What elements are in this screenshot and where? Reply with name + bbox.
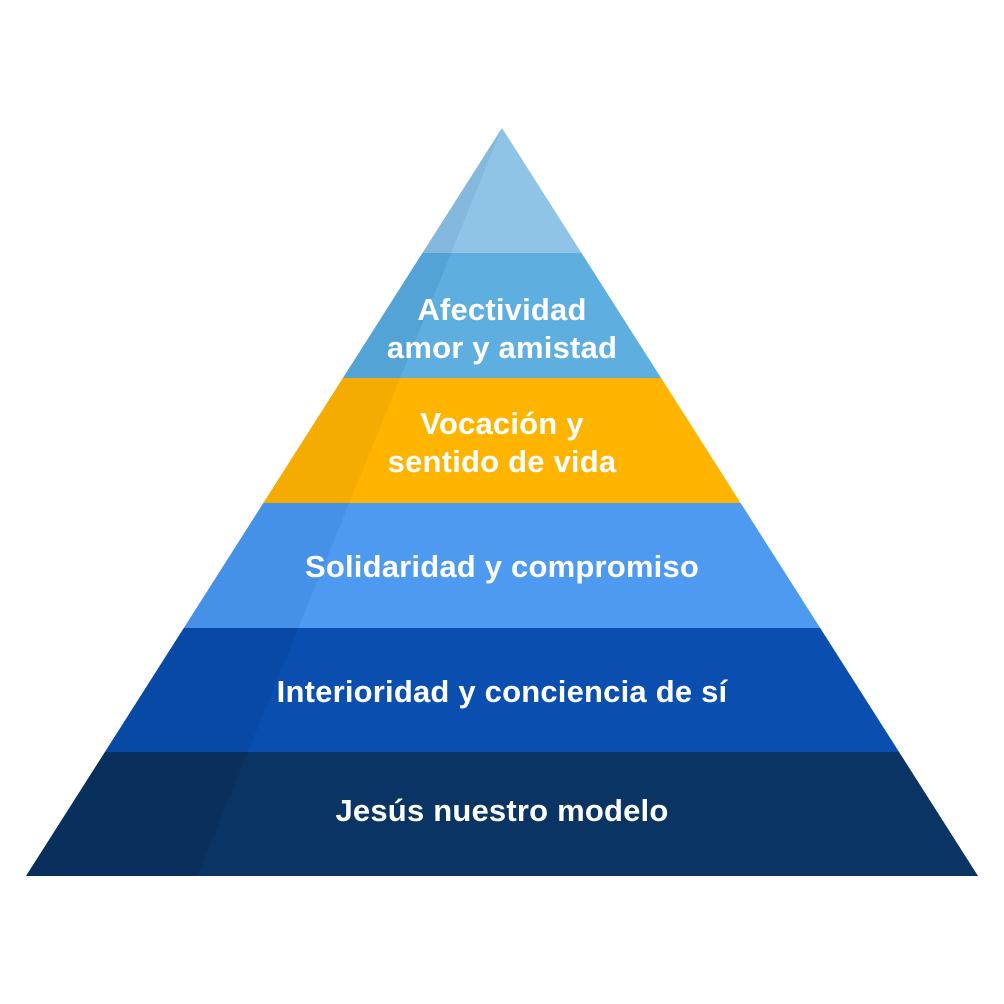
- label-line: Interioridad y conciencia de sí: [276, 674, 728, 709]
- level-label-vocacion: Vocación y sentido de vida: [0, 405, 1004, 481]
- label-line: Vocación y: [420, 406, 584, 441]
- label-line: amor y amistad: [386, 330, 618, 365]
- label-line: Jesús nuestro modelo: [335, 793, 669, 828]
- label-line: Afectividad: [417, 292, 587, 327]
- pyramid-tier-shade-solidaridad: [183, 503, 350, 628]
- pyramid-tier-jesus: [26, 752, 978, 876]
- level-label-jesus: Jesús nuestro modelo: [0, 792, 1004, 830]
- pyramid-tier-apex: [422, 128, 582, 253]
- pyramid-tier-vocacion: [263, 378, 741, 503]
- pyramid-tier-shade-apex: [422, 128, 502, 253]
- label-line: sentido de vida: [387, 444, 617, 479]
- pyramid-tier-shade-vocacion: [263, 378, 401, 503]
- pyramid-tier-interioridad: [104, 628, 900, 752]
- level-label-interioridad: Interioridad y conciencia de sí: [0, 673, 1004, 711]
- pyramid-tier-shade-interioridad: [104, 628, 299, 752]
- label-line: Solidaridad y compromiso: [304, 549, 700, 584]
- pyramid-tier-shade-jesus: [26, 752, 248, 876]
- pyramid-tier-shade-afectividad: [342, 253, 452, 378]
- level-label-solidaridad: Solidaridad y compromiso: [0, 548, 1004, 586]
- pyramid-tier-solidaridad: [183, 503, 821, 628]
- pyramid-tier-afectividad: [342, 253, 662, 378]
- level-label-afectividad: Afectividad amor y amistad: [0, 291, 1004, 367]
